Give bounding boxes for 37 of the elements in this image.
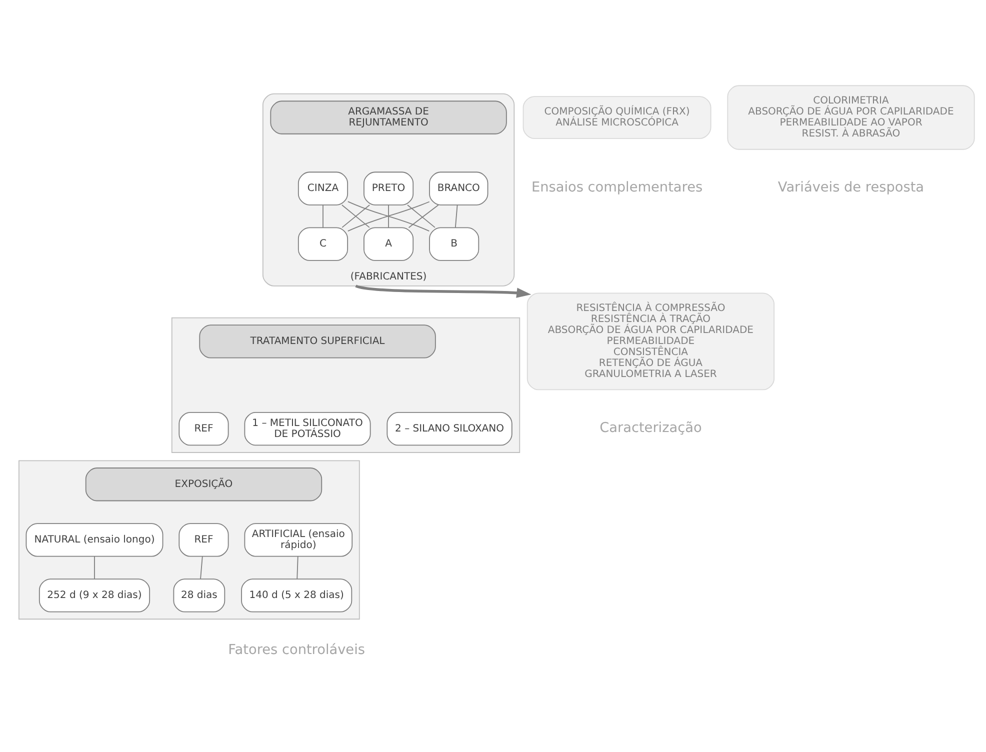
connector [454,204,458,228]
connector [408,204,439,228]
cluster [171,316,520,452]
node-box: C [298,226,348,260]
node-box: CINZA [298,171,348,205]
node-label: Caracterização [600,420,702,436]
node-box: 2 – SILANO SILOXANO [386,412,512,446]
node-box: A [364,226,414,260]
node-box: PRETO [364,171,414,205]
node-box: COLORIMETRIA ABSORÇÃO DE ÁGUA POR CAPILARIDADE PERMEABILIDADE AO VAPOR RESIST. À ABRASÃO [727,84,975,150]
node-label: Variáveis de resposta [778,179,924,196]
node-box: TRATAMENTO SUPERFICIAL [199,324,436,358]
node-box: 252 d (9 x 28 dias) [38,578,150,612]
node-box: EXPOSIÇÃO [85,467,322,501]
node-box: BRANCO [429,171,488,205]
node-label: Ensaios complementares [531,179,703,196]
node-box: REF [178,412,229,446]
connector [407,204,436,228]
node-box: 1 – METIL SILICONATO DE POTÁSSIO [244,412,371,446]
label: Fatores controláveis [228,642,365,658]
connector [347,200,430,231]
node-box: COMPOSIÇÃO QUÍMICA (FRX) ANÁLISE MICROSCÓPICA [522,96,712,138]
node-box: 28 dias [173,578,226,612]
cluster [18,460,360,620]
node-box: NATURAL (ensaio longo) [26,522,164,556]
connector [296,555,298,579]
connector [322,204,324,228]
node-box: ARGAMASSA DE REJUNTAMENTO [270,100,507,134]
connector [388,204,389,228]
arrow [355,284,532,298]
node-box: 140 d (5 x 28 dias) [241,578,352,612]
connector [94,555,95,579]
connector [200,555,203,579]
node-box: REF [178,522,229,556]
node-box: RESISTÊNCIA À COMPRESSÃO RESISTÊNCIA À TRAÇÃO ABSORÇÃO DE ÁGUA POR CAPILARIDADE PERMEABILIDADE CONSISTÊNCIA RETENÇÃO DE ÁGUA GRANULOMETRIA A LASER [526,292,775,390]
node-box: ARTIFICIAL (ensaio rápido) [244,522,353,556]
node-box: B [429,226,480,260]
